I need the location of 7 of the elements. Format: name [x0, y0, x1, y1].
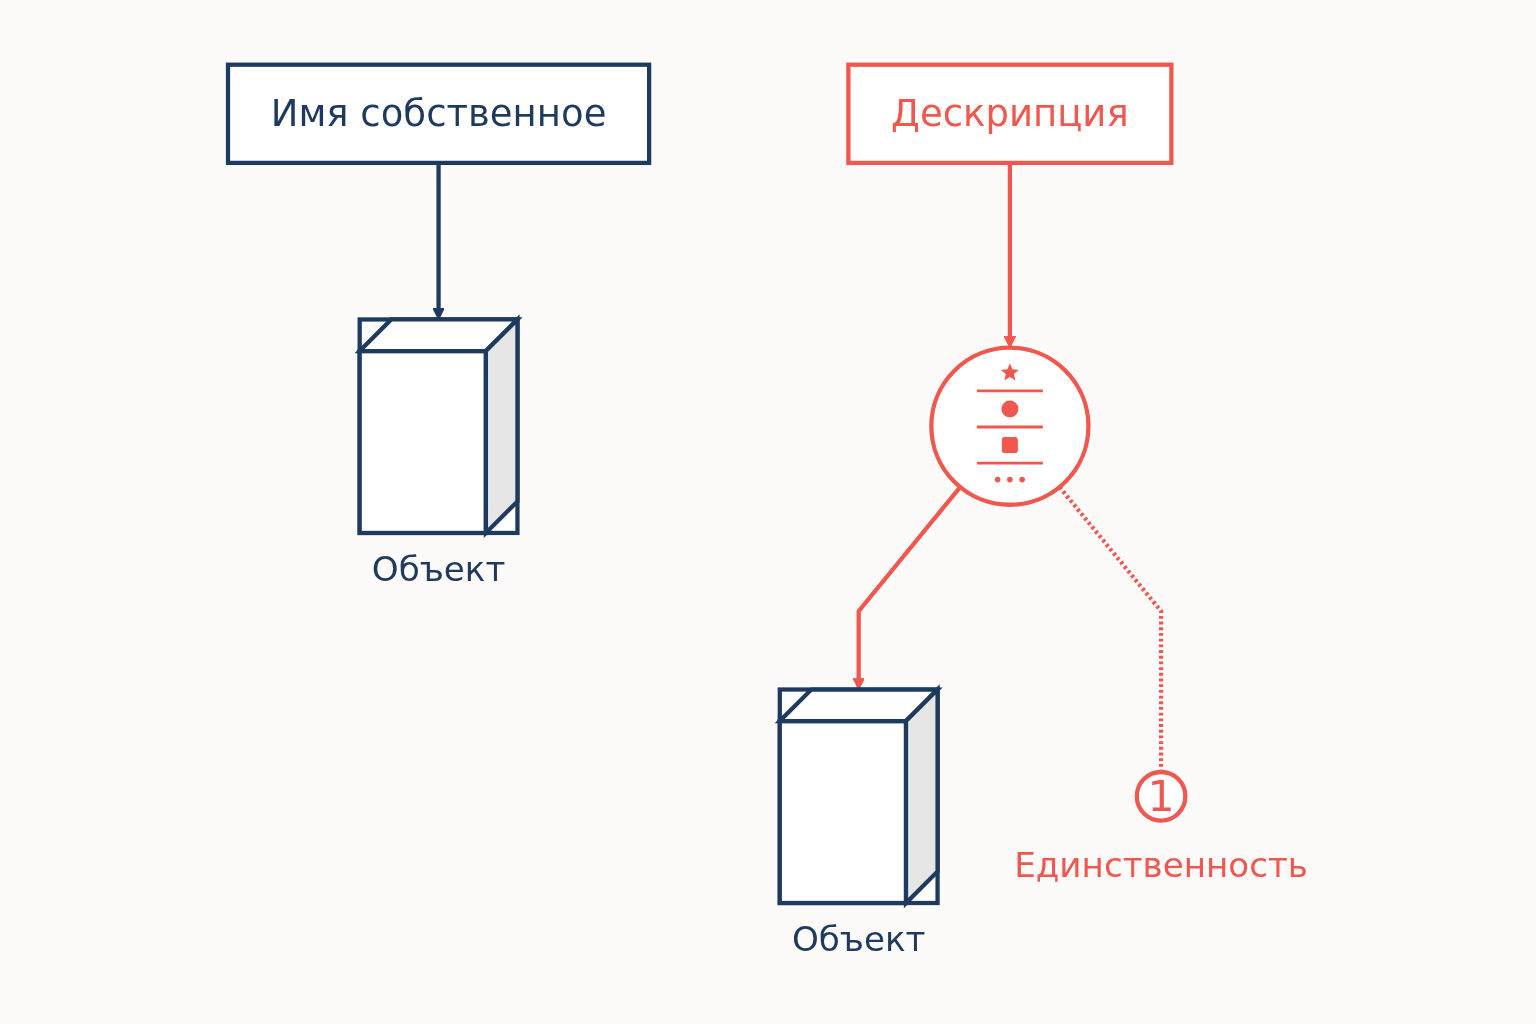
node-box: Дескрипция	[846, 62, 1174, 166]
node-circle	[929, 345, 1091, 507]
node-caption: Объект	[371, 549, 506, 590]
node-caption: Объект	[791, 919, 926, 960]
node-box: Имя собственное	[225, 62, 652, 166]
node-circle: 1	[1134, 769, 1188, 823]
node-caption: Единственность	[1014, 844, 1308, 885]
